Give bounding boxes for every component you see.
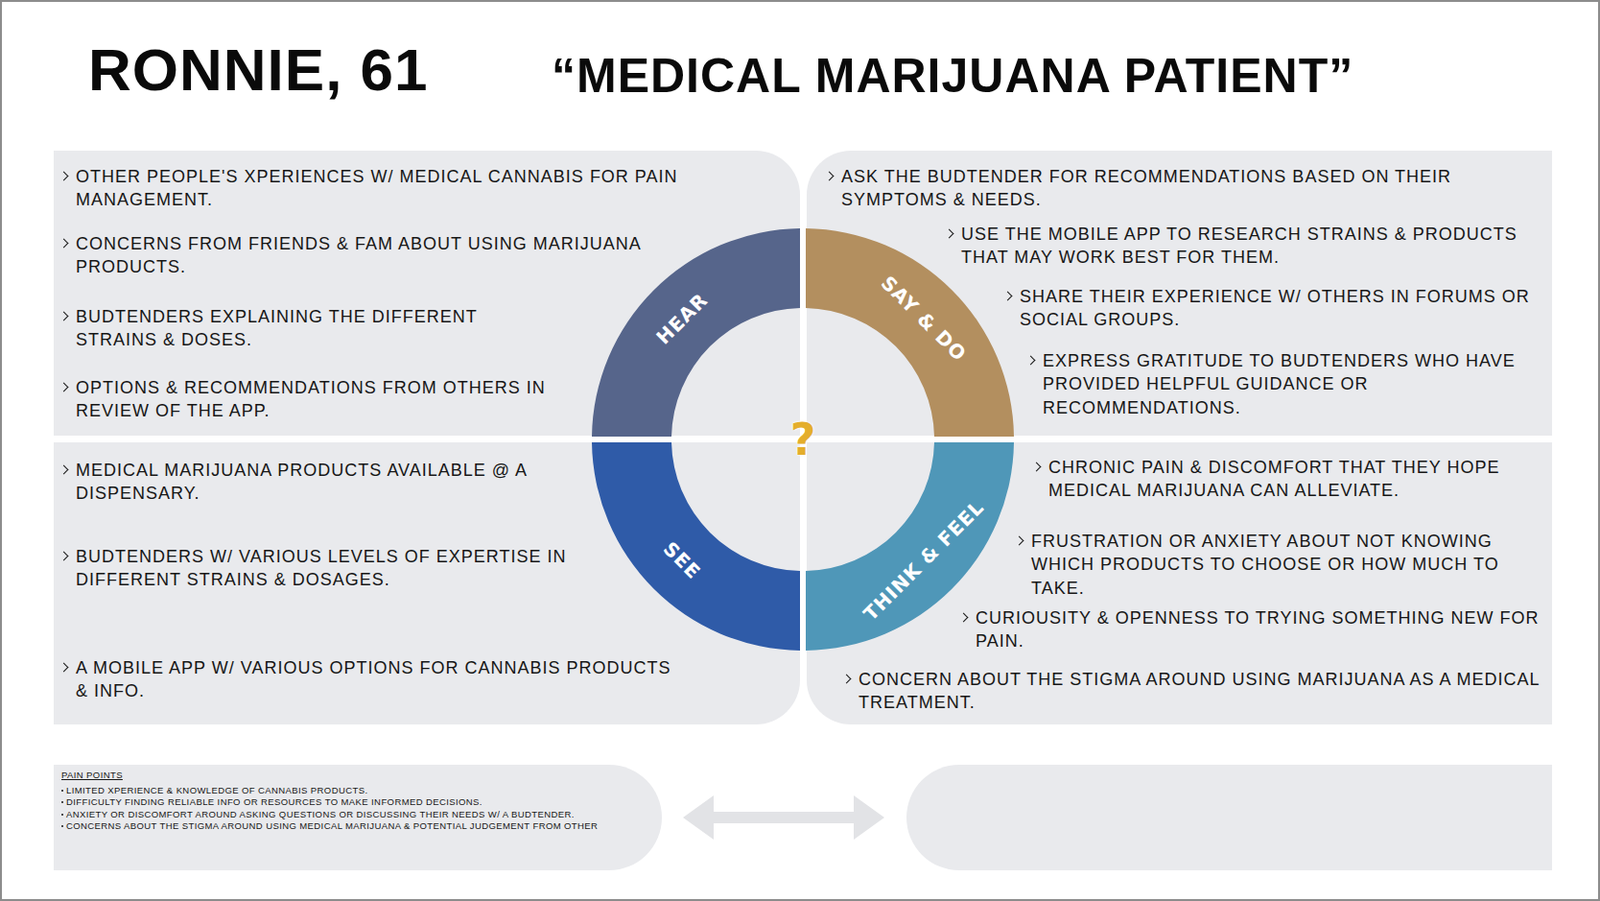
see-segment: SEE <box>591 442 800 651</box>
bullet-text: CURIOUSITY & OPENNESS TO TRYING SOMETHIN… <box>959 606 1547 654</box>
see-panel: MEDICAL MARIJUANA PRODUCTS AVAILABLE @ A… <box>53 442 800 725</box>
bullet-text: CONCERNS FROM FRIENDS & FAM ABOUT USING … <box>59 232 647 280</box>
persona-name: RONNIE, 61 <box>88 40 429 100</box>
center-question-mark: ? <box>790 417 817 462</box>
hear-segment: HEAR <box>591 228 800 437</box>
ring-segment-fill <box>805 442 1014 651</box>
say-do-panel: ASK THE BUDTENDER FOR RECOMMENDATIONS BA… <box>806 150 1553 436</box>
bullet-text: BUDTENDERS W/ VARIOUS LEVELS OF EXPERTIS… <box>59 544 607 592</box>
bullet-text: A MOBILE APP W/ VARIOUS OPTIONS FOR CANN… <box>59 656 674 704</box>
bullet-text: CHRONIC PAIN & DISCOMFORT THAT THEY HOPE… <box>1032 455 1548 503</box>
bullet-text: CONCERN ABOUT THE STIGMA AROUND USING MA… <box>842 667 1547 715</box>
persona-quote: “MEDICAL MARIJUANA PATIENT” <box>551 51 1354 100</box>
bullet-text: OPTIONS & RECOMMENDATIONS FROM OTHERS IN… <box>59 376 586 424</box>
pain-point-item: CONCERNS ABOUT THE STIGMA AROUND USING M… <box>61 820 649 832</box>
ring-segment-shape <box>591 442 800 651</box>
pain-point-item: LIMITED XPERIENCE & KNOWLEDGE OF CANNABI… <box>61 784 649 797</box>
double-arrow <box>682 795 885 840</box>
bullet-text: OTHER PEOPLE'S XPERIENCES W/ MEDICAL CAN… <box>59 164 789 212</box>
bullet-text: BUDTENDERS EXPLAINING THE DIFFERENT STRA… <box>59 305 549 353</box>
ring-segment-fill <box>591 442 800 651</box>
ring-segment-fill <box>805 228 1014 437</box>
hear-panel: OTHER PEOPLE'S XPERIENCES W/ MEDICAL CAN… <box>53 150 800 436</box>
ring-segment-fill <box>591 228 800 437</box>
bullet-text: EXPRESS GRATITUDE TO BUDTENDERS WHO HAVE… <box>1026 349 1548 420</box>
empty-panel <box>906 764 1553 871</box>
pain-points-panel: PAIN POINTS LIMITED XPERIENCE & KNOWLEDGE… <box>53 764 662 871</box>
bullet-text: ASK THE BUDTENDER FOR RECOMMENDATIONS BA… <box>824 164 1547 212</box>
bullet-text: FRUSTRATION OR ANXIETY ABOUT NOT KNOWING… <box>1014 529 1550 600</box>
pain-point-item: DIFFICULTY FINDING RELIABLE INFO OR RESO… <box>61 796 649 808</box>
ring-segment-shape <box>591 228 800 437</box>
pain-point-item: ANXIETY OR DISCOMFORT AROUND ASKING QUES… <box>61 808 649 821</box>
think-feel-panel: CHRONIC PAIN & DISCOMFORT THAT THEY HOPE… <box>806 442 1553 725</box>
bullet-text: MEDICAL MARIJUANA PRODUCTS AVAILABLE @ A… <box>59 458 549 506</box>
bullet-text: SHARE THEIR EXPERIENCE W/ OTHERS IN FORU… <box>1003 284 1547 332</box>
bullet-text: USE THE MOBILE APP TO RESEARCH STRAINS &… <box>944 222 1547 270</box>
pain-points-heading: PAIN POINTS <box>61 769 123 781</box>
